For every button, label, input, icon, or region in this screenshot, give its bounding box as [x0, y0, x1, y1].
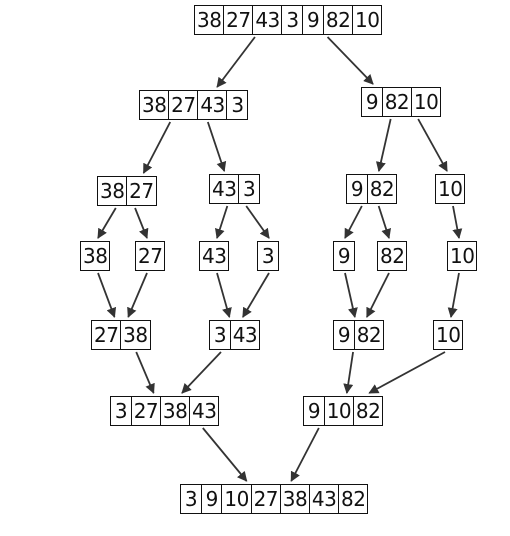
- array-cell: 3: [180, 484, 202, 514]
- arrow-split-left-to-split-ll: [142, 121, 172, 174]
- array-cell: 10: [410, 87, 442, 117]
- array-cell: 3: [110, 396, 132, 426]
- arrow-merge-left-to-result: [202, 427, 248, 482]
- array-cell: 38: [159, 396, 191, 426]
- arrow-split-rl-to-leaf-82: [377, 205, 391, 239]
- array-cell: 27: [250, 484, 282, 514]
- array-cell: 82: [353, 320, 385, 350]
- arrow-leaf-38-to-merge-ll: [97, 272, 117, 318]
- array-cell: 38: [279, 484, 311, 514]
- array-box-leaf-82: 82: [377, 241, 408, 271]
- arrow-merge-ll-to-merge-left: [135, 351, 155, 394]
- array-cell: 10: [221, 484, 252, 514]
- arrow-leaf-43-to-merge-lr: [216, 272, 232, 318]
- arrow-leaf-9-to-merge-rl: [344, 272, 358, 318]
- array-box-leaf-43: 43: [199, 241, 230, 271]
- arrow-leaf-10-to-merge-rr: [447, 272, 460, 318]
- array-cell: 10: [323, 396, 355, 426]
- array-cell: 3: [238, 174, 261, 204]
- array-cell: 10: [352, 5, 383, 35]
- array-cell: 27: [223, 5, 254, 35]
- array-box-leaf-27: 27: [135, 241, 166, 271]
- array-cell: 3: [209, 320, 231, 350]
- array-cell: 3: [257, 241, 279, 271]
- array-cell: 38: [97, 176, 128, 206]
- array-cell: 43: [189, 396, 220, 426]
- arrow-leaf-27-to-merge-ll: [127, 272, 148, 318]
- array-cell: 27: [126, 176, 157, 206]
- array-cell: 43: [199, 241, 230, 271]
- array-cell: 82: [377, 241, 408, 271]
- array-cell: 27: [135, 241, 166, 271]
- arrow-split-right-to-split-rl: [375, 118, 392, 172]
- array-cell: 27: [130, 396, 162, 426]
- arrow-split-lr-to-leaf-3: [245, 205, 270, 239]
- array-cell: 27: [91, 320, 122, 350]
- array-cell: 3: [226, 90, 249, 120]
- array-cell: 43: [252, 5, 283, 35]
- arrow-merge-rl-to-merge-right: [343, 351, 354, 394]
- arrow-merge-lr-to-merge-left: [181, 351, 222, 394]
- array-cell: 9: [333, 241, 355, 271]
- array-cell: 27: [168, 90, 199, 120]
- array-cell: 82: [322, 5, 354, 35]
- array-cell: 10: [447, 241, 478, 271]
- array-cell: 43: [197, 90, 228, 120]
- array-cell: 38: [80, 241, 111, 271]
- array-box-leaf-9: 9: [333, 241, 355, 271]
- array-cell: 38: [194, 5, 225, 35]
- arrow-split-rr-to-leaf-10: [452, 205, 463, 239]
- array-cell: 82: [352, 396, 384, 426]
- arrow-merge-rr-to-merge-right: [368, 351, 446, 394]
- array-cell: 38: [139, 90, 170, 120]
- array-cell: 38: [120, 320, 151, 350]
- array-cell: 43: [308, 484, 340, 514]
- array-cell: 9: [361, 87, 383, 117]
- array-cell: 82: [338, 484, 369, 514]
- arrow-split-right-to-split-rr: [417, 118, 448, 172]
- array-box-leaf-38: 38: [80, 241, 111, 271]
- array-cell: 43: [229, 320, 261, 350]
- array-cell: 82: [381, 87, 413, 117]
- arrow-root-to-split-right: [326, 36, 374, 85]
- array-cell: 10: [433, 320, 464, 350]
- arrow-split-lr-to-leaf-43: [215, 205, 229, 239]
- array-box-leaf-3: 3: [257, 241, 279, 271]
- array-cell: 9: [346, 174, 368, 204]
- arrow-leaf-82-to-merge-rl: [366, 272, 390, 318]
- array-box-leaf-10: 10: [447, 241, 478, 271]
- arrow-split-ll-to-leaf-38: [97, 207, 117, 239]
- array-cell: 9: [333, 320, 355, 350]
- array-box-split-rr: 10: [435, 174, 466, 204]
- array-cell: 43: [209, 174, 240, 204]
- array-cell: 9: [302, 5, 325, 35]
- array-cell: 82: [366, 174, 398, 204]
- arrow-split-ll-to-leaf-27: [134, 207, 149, 239]
- arrow-root-to-split-left: [216, 36, 256, 88]
- arrow-leaf-3-to-merge-lr: [242, 272, 270, 318]
- array-cell: 9: [303, 396, 325, 426]
- array-box-merge-rr: 10: [433, 320, 464, 350]
- arrow-split-left-to-split-lr: [206, 121, 227, 172]
- array-cell: 3: [281, 5, 304, 35]
- array-cell: 10: [435, 174, 466, 204]
- arrow-split-rl-to-leaf-9: [344, 205, 363, 239]
- arrow-merge-right-to-result: [290, 427, 320, 482]
- array-cell: 9: [200, 484, 223, 514]
